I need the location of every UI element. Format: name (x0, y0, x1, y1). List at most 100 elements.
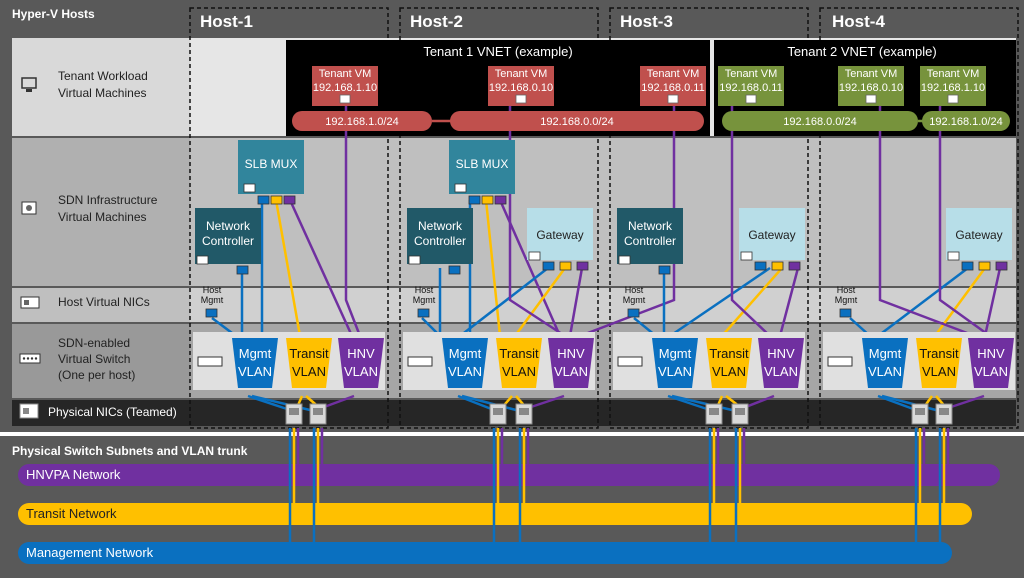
host-mgmt-label: Host (415, 285, 434, 295)
transit-vlan-shape (496, 338, 542, 388)
hnv-vlan-label: VLAN (974, 364, 1008, 379)
mgmt-vlan-shape (862, 338, 908, 388)
mgmt-vlan-label: Mgmt (239, 346, 272, 361)
tenant-layer-label-1: Tenant Workload (58, 69, 148, 83)
slb-mux-label: SLB MUX (245, 157, 298, 171)
host-mgmt-nic-icon (627, 308, 640, 318)
vm-nic-icon (515, 94, 527, 104)
gateway-label: Gateway (955, 228, 1002, 242)
mgmt-uplink (877, 394, 917, 412)
vswitch-icon (617, 356, 643, 367)
physical-nic-port-slot (735, 408, 745, 415)
host-3-title: Host-3 (620, 12, 673, 31)
host-mgmt-label: Host (625, 285, 644, 295)
gw4-mgmt-link (877, 267, 969, 337)
tenant1-subnet-a-label: 192.168.1.0/24 (325, 116, 398, 128)
mgmt-vlan-label: VLAN (868, 364, 902, 379)
infra-layer-label-1: SDN Infrastructure (58, 193, 158, 207)
vm-nic-icon (947, 251, 960, 261)
gw3-transit-link (721, 267, 783, 337)
tenant-vm-label: Tenant VM (927, 68, 980, 80)
host-mgmt-label: Host (203, 285, 222, 295)
transit-nic-icon (978, 261, 991, 271)
physical-nic-port-slot (915, 408, 925, 415)
mgmt-nic-icon (542, 261, 555, 271)
physical-nic-port-slot (519, 408, 529, 415)
host-1-title: Host-1 (200, 12, 253, 31)
vm-nic-icon (667, 94, 679, 104)
host-2-title: Host-2 (410, 12, 463, 31)
tenant2-subnet-b-label: 192.168.1.0/24 (929, 116, 1002, 128)
gw2-mgmt-link (459, 267, 549, 337)
mgmt-vlan-label: Mgmt (659, 346, 692, 361)
vswitch-layer-label-2: Virtual Switch (58, 352, 130, 366)
gw2-hnv-link (568, 267, 584, 337)
tenant2-subnet-bar-b (922, 111, 1010, 131)
tenant1-subnet-b-label: 192.168.0.0/24 (540, 116, 613, 128)
slb1-transit-link (274, 199, 302, 337)
hnv-vlan-shape (968, 338, 1014, 388)
gw2-transit-link (513, 267, 567, 337)
hnv-vlan-shape (758, 338, 804, 388)
tenant-vm-ip: 192.168.0.10 (839, 82, 903, 94)
tenant1-subnet-bar-b (450, 111, 704, 131)
gw3-mgmt-link (669, 266, 771, 338)
host-mgmt-nic-icon (205, 308, 218, 318)
hnv-vlan-label: VLAN (344, 364, 378, 379)
network-controller-label: Controller (624, 234, 676, 248)
physical-nic-port-slot (939, 408, 949, 415)
tenant-vm-label: Tenant VM (725, 68, 778, 80)
monitor-icon (21, 77, 37, 92)
tenant-vm-ip: 192.168.0.11 (641, 82, 704, 94)
management-network-label: Management Network (26, 545, 154, 560)
hnv-vlan-shape (548, 338, 594, 388)
vm-nic-icon (740, 251, 753, 261)
tenant2-vnet-label: Tenant 2 VNET (example) (787, 44, 936, 59)
mgmt-uplink (461, 394, 517, 412)
hnv-nic-icon (576, 261, 589, 271)
vm6-hnv-link (938, 104, 991, 338)
mgmt-nic-icon (257, 195, 270, 205)
slb2-transit-link (484, 199, 502, 337)
mgmt-uplink (247, 394, 291, 412)
transit-nic-icon (481, 195, 494, 205)
network-controller-label: Network (206, 219, 251, 233)
tenant-vm-ip: 192.168.0.10 (489, 82, 553, 94)
vswitch-icon (407, 356, 433, 367)
section-title: Hyper-V Hosts (12, 7, 95, 21)
tenant-vm-ip: 192.168.1.10 (921, 82, 985, 94)
transit-vlan-label: VLAN (502, 364, 536, 379)
physical-nics-band (12, 400, 1016, 426)
vm-nic-icon (947, 94, 959, 104)
tenant-vm-label: Tenant VM (845, 68, 898, 80)
hnv-vlan-shape (338, 338, 384, 388)
mgmt-vlan-shape (232, 338, 278, 388)
vm-nic-icon (243, 183, 256, 193)
infra-layer-label-2: Virtual Machines (58, 210, 147, 224)
vswitch-icon (827, 356, 853, 367)
mgmt-nic-icon (236, 265, 249, 275)
physical-nic-port-slot (493, 408, 503, 415)
hnv-nic-icon (995, 261, 1008, 271)
mgmt-nic-icon (658, 265, 671, 275)
diagram-nodes: 192.168.1.0/24 192.168.0.0/24 192.168.0.0/… (193, 66, 1015, 425)
physical-nic-port-slot (289, 408, 299, 415)
host-mgmt-label: Mgmt (201, 295, 224, 305)
mgmt-nic-icon (961, 261, 974, 271)
transit-vlan-label: Transit (919, 346, 959, 361)
network-controller-box (195, 208, 261, 264)
hnvpa-network-bar (18, 464, 1000, 486)
tenant-layer-label-2: Virtual Machines (58, 86, 147, 100)
host-mgmt-nic-icon (417, 308, 430, 318)
transit-vlan-label: Transit (289, 346, 329, 361)
hnv-vlan-label: VLAN (554, 364, 588, 379)
tenant2-subnet-a-label: 192.168.0.0/24 (783, 116, 856, 128)
vm-nic-icon (408, 255, 421, 265)
vm5-hnv-link (878, 104, 976, 338)
mgmt-vlan-label: Mgmt (449, 346, 482, 361)
tenant1-subnet-bar-a (292, 111, 432, 131)
host-mgmt-label: Mgmt (835, 295, 858, 305)
physical-nic-port-slot (313, 408, 323, 415)
host-mgmt-label: Mgmt (623, 295, 646, 305)
